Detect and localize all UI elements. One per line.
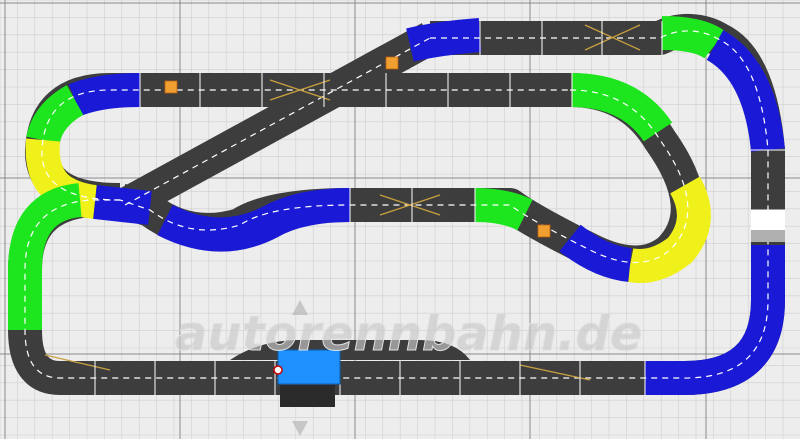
curve-blue-top-left [68,73,141,116]
lane-change-markers [164,56,551,238]
crossing-bottom-left [44,354,111,371]
watermark: autorennbahn.de [175,306,642,362]
lane-line-outer [24,30,769,379]
start-finish-stripe [751,230,785,242]
move-down-arrow-icon[interactable] [292,421,308,436]
crossing-markings [44,24,641,381]
crossing-upper-left [269,79,331,101]
control-unit-base [280,385,335,407]
curve-blue-top-center [406,18,482,62]
marker-top-left [164,80,178,94]
move-handle[interactable] [292,300,308,436]
curve-yellow-right-hairpin [626,176,711,283]
curve-green-middle [474,188,533,231]
control-unit[interactable] [273,349,341,407]
lane-line-upper [41,89,570,201]
curve-green-top-left [26,85,84,145]
control-unit-indicator [273,365,283,375]
lane-line-diagonal [124,37,431,206]
marker-hairpin [537,224,551,238]
move-up-arrow-icon[interactable] [292,300,308,315]
curve-blue-middle-s [157,188,351,252]
crossing-middle [379,194,441,216]
control-unit-body[interactable] [277,349,341,385]
crossing-top [584,24,641,51]
curve-blue-hairpin-bottom [559,224,633,282]
curve-green-right-hairpin [571,73,673,142]
lane-markings [24,30,769,379]
curve-green-top-right [661,16,726,60]
crossing-bottom-right [519,364,591,381]
marker-diagonal [385,56,399,70]
start-finish-block [751,210,785,230]
